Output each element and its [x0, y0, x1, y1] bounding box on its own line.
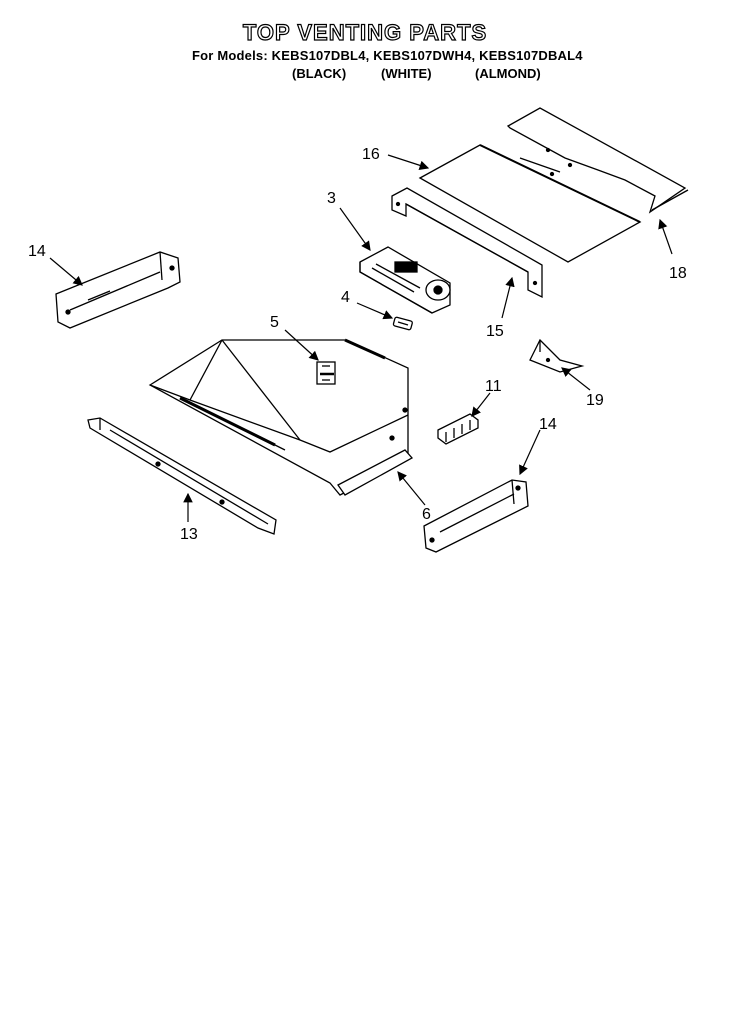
callout-19: 19 [586, 392, 604, 409]
callout-5: 5 [270, 314, 279, 331]
part-4-connector [392, 316, 413, 331]
callout-3: 3 [327, 190, 336, 207]
part-3-blower-motor [359, 246, 451, 314]
page-title: TOP VENTING PARTS [242, 19, 488, 45]
callout-13: 13 [180, 526, 198, 543]
part-15-rear-bracket [391, 187, 543, 299]
part-14-left-side-bracket [55, 251, 181, 329]
callout-16: 16 [362, 146, 380, 163]
part-6-vent-duct [148, 338, 414, 496]
part-13-front-trim [87, 417, 277, 535]
variant-black: (BLACK) [292, 66, 347, 81]
part-14-right-side-bracket [423, 479, 529, 553]
callout-18: 18 [669, 265, 687, 282]
part-19-bracket [529, 338, 585, 373]
part-11-terminal-block [437, 413, 479, 445]
variant-white: (WHITE) [381, 66, 432, 81]
callout-14-left: 14 [28, 243, 46, 260]
part-16-duct-shield [418, 144, 642, 263]
part-18-top-panel [506, 107, 689, 214]
callout-6: 6 [422, 506, 431, 523]
callout-11: 11 [485, 378, 502, 395]
models-line: For Models: KEBS107DBL4, KEBS107DWH4, KE… [192, 48, 583, 63]
callout-15: 15 [486, 323, 504, 340]
part-5-thermal-switch [316, 361, 336, 385]
callout-14-right: 14 [539, 416, 557, 433]
callout-4: 4 [341, 289, 350, 306]
variant-almond: (ALMOND) [475, 66, 541, 81]
